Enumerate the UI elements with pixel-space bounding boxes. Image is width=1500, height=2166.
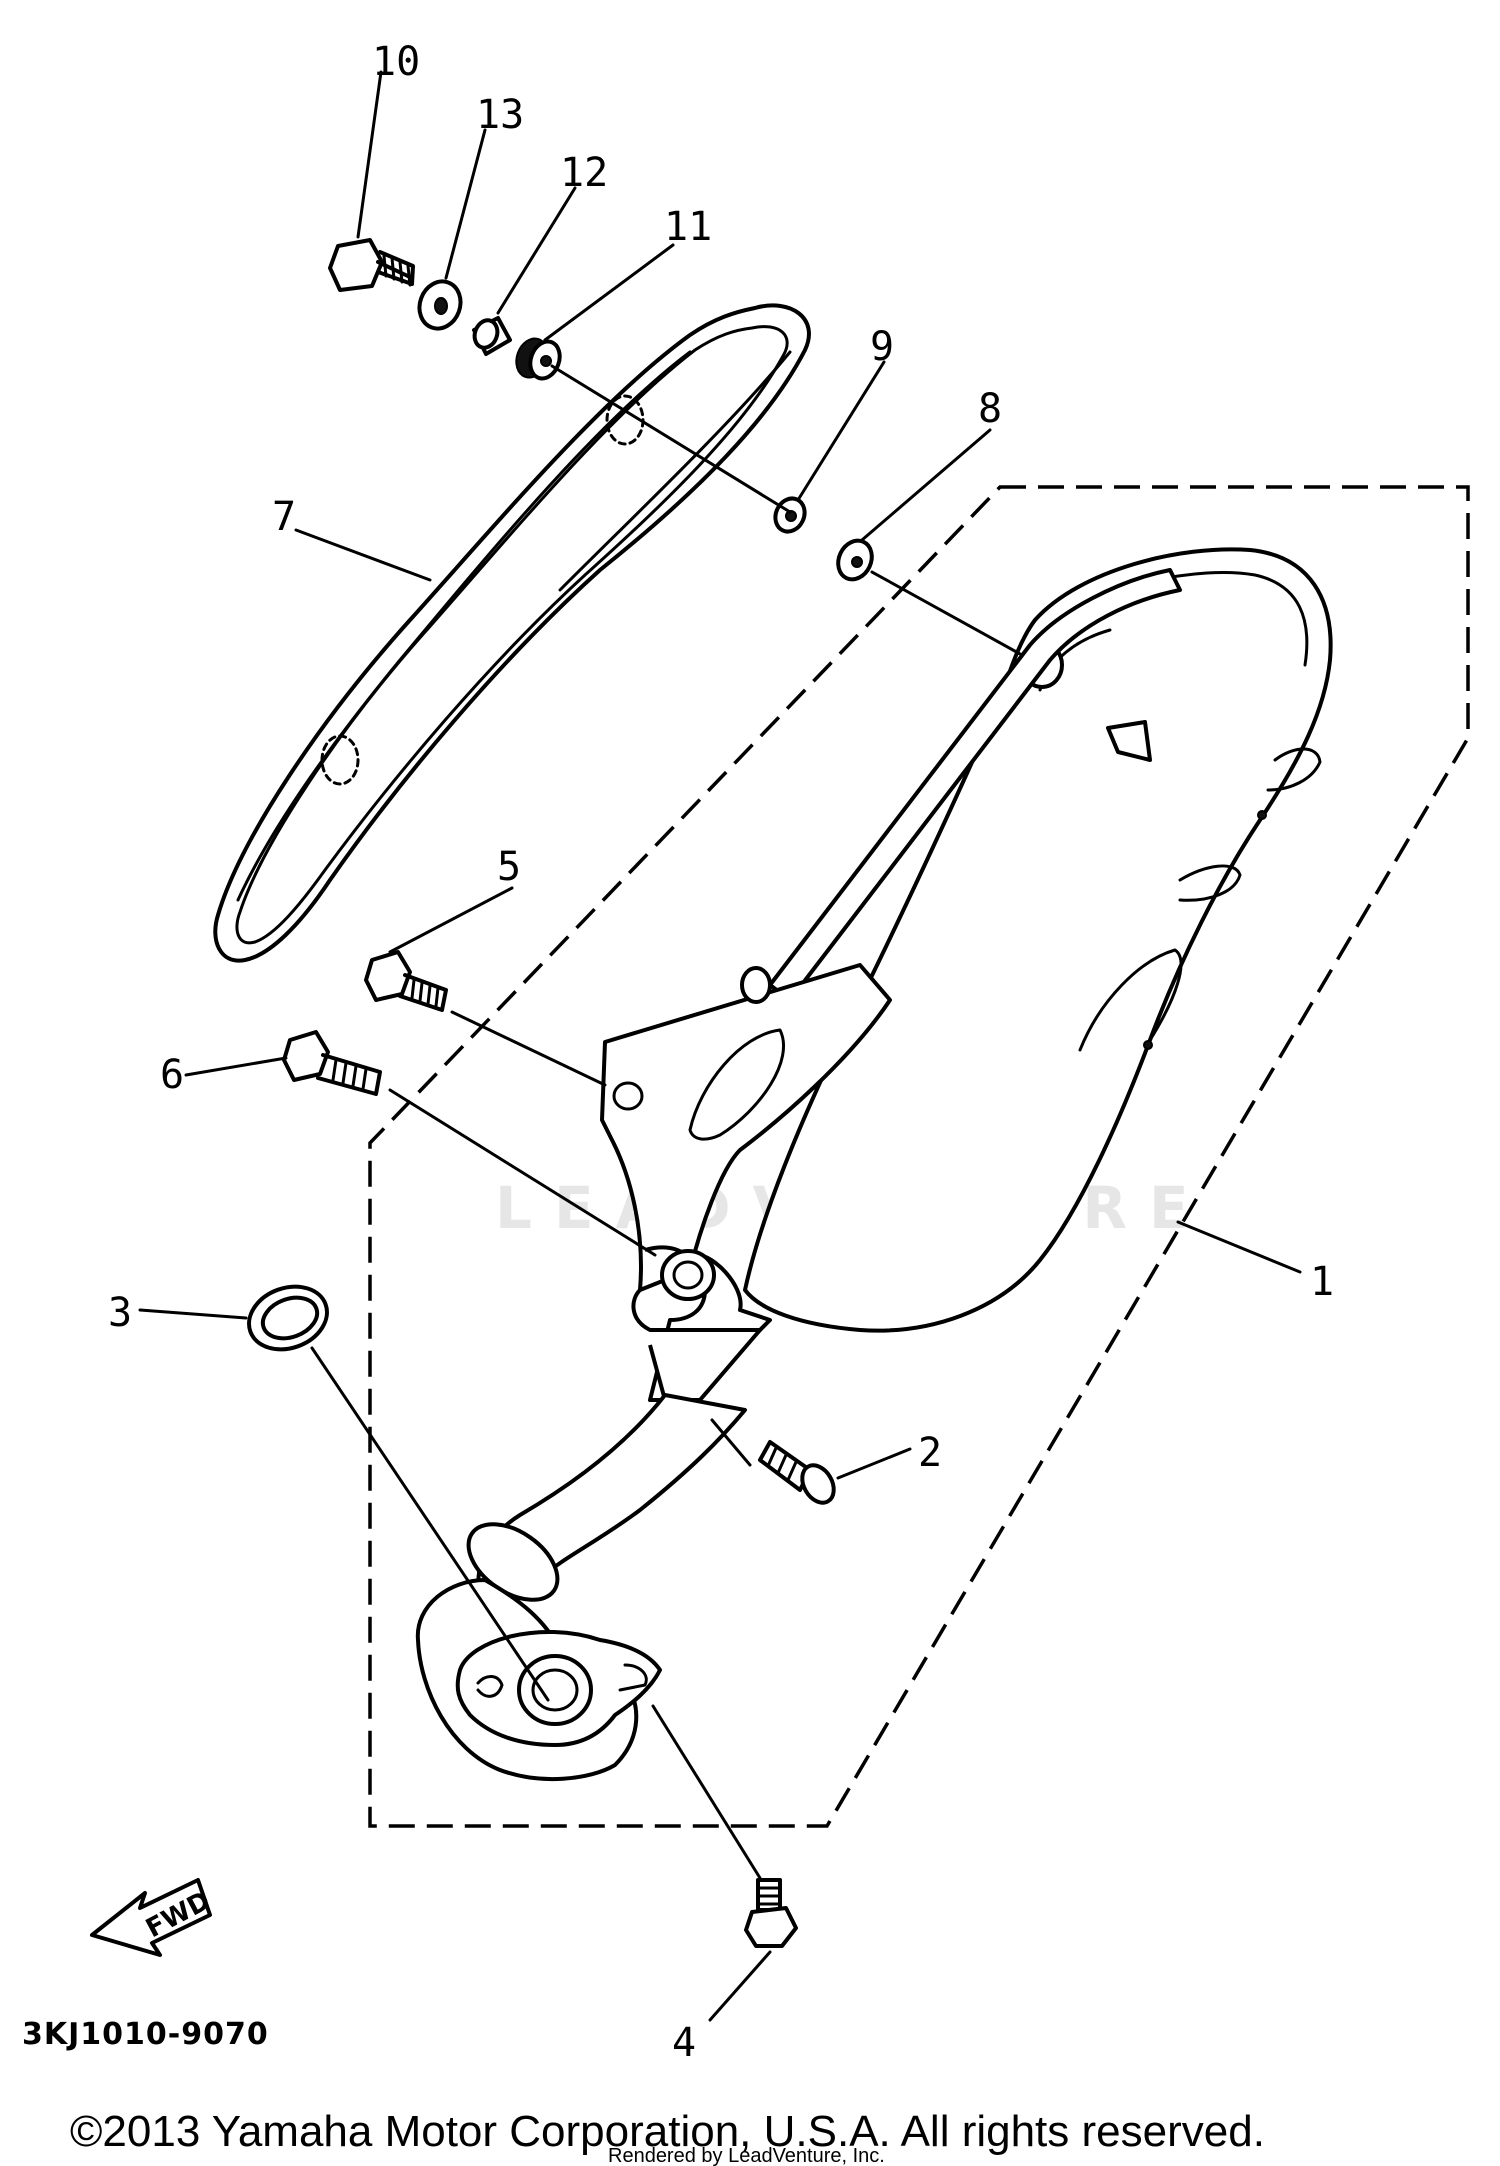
bolt-part-5 (364, 950, 448, 1012)
gasket-part-3 (247, 1284, 329, 1352)
callout-8: 8 (978, 386, 1002, 432)
callout-7: 7 (272, 494, 296, 540)
washer-part-8 (836, 538, 874, 582)
callout-9: 9 (870, 324, 894, 370)
screw-part-2 (758, 1440, 836, 1505)
callout-4: 4 (672, 2020, 696, 2066)
copyright-notice: ©2013 Yamaha Motor Corporation, U.S.A. A… (70, 2107, 1265, 2156)
washer-part-9 (773, 496, 807, 534)
bolt-part-4 (744, 1878, 798, 1948)
callout-2: 2 (918, 1430, 942, 1476)
bolt-part-6 (282, 1030, 382, 1096)
rendered-by-credit: Rendered by LeadVenture, Inc. (608, 2145, 885, 2166)
callout-6: 6 (160, 1052, 184, 1098)
heat-protector (213, 303, 811, 963)
callout-labels: 1 2 3 4 5 6 7 8 9 10 13 12 11 (108, 39, 1334, 2066)
callout-11: 11 (664, 204, 712, 250)
collar-part-12 (472, 316, 512, 356)
washer-part-13 (417, 279, 463, 331)
callout-13: 13 (476, 92, 524, 138)
callout-5: 5 (497, 844, 521, 890)
leader-lines (138, 70, 1302, 2022)
part-code: 3KJ1010-9070 (22, 2017, 269, 2052)
grommet-part-11 (515, 337, 562, 381)
callout-12: 12 (560, 150, 608, 196)
callout-10: 10 (372, 39, 420, 85)
bolt-part-10 (328, 238, 415, 292)
callout-1: 1 (1310, 1259, 1334, 1305)
muffler-assembly (415, 547, 1333, 1782)
forward-direction-arrow: FWD (90, 1878, 215, 1957)
assembly-boundary (368, 485, 1470, 1828)
callout-3: 3 (108, 1290, 132, 1336)
